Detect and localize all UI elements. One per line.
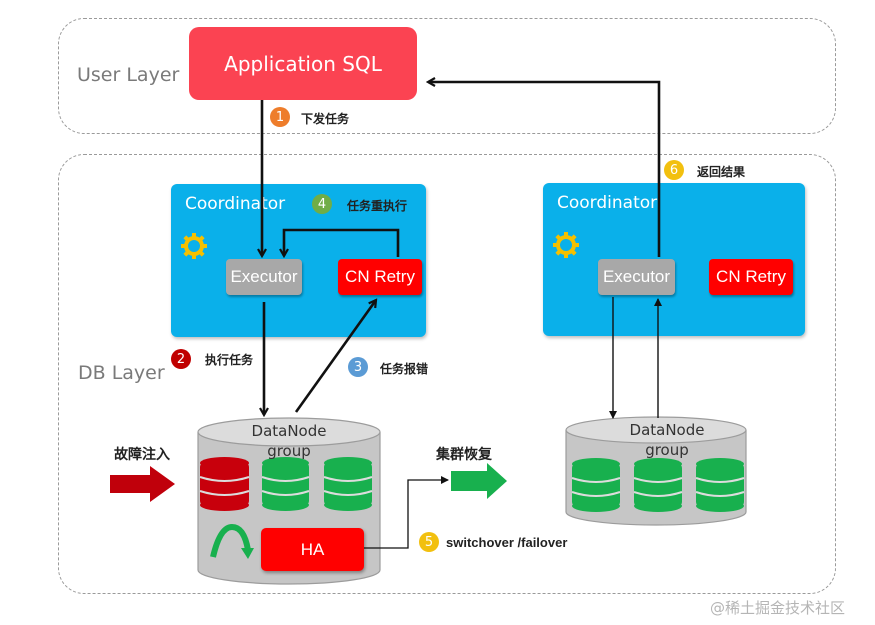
step-number: 3 [353, 359, 363, 375]
datanode-group-right-label: DataNode group [617, 420, 717, 460]
coordinator-title: Coordinator [185, 194, 286, 214]
fault-injection-arrow-icon [110, 466, 175, 502]
arrow-step4 [284, 228, 400, 257]
step-label-4: 任务重执行 [347, 199, 408, 213]
step-number: 4 [317, 196, 327, 212]
cn-retry-right[interactable]: CN Retry [709, 259, 793, 295]
coordinator-title: Coordinator [557, 193, 658, 213]
datanode-group-left-label: DataNode group [239, 421, 339, 461]
database-icon-failed [199, 457, 250, 511]
step-badge-2: 2 [171, 349, 191, 369]
step-badge-4: 4 [312, 194, 332, 214]
gear-icon [553, 232, 579, 258]
arrow-step3 [294, 300, 376, 413]
database-icon-healthy [323, 457, 373, 511]
arrow-step6 [428, 82, 661, 257]
datanode-label-line2: group [267, 442, 311, 460]
database-icon-healthy [695, 458, 745, 512]
watermark: @稀土掘金技术社区 [710, 599, 846, 617]
database-icon-healthy [261, 457, 310, 511]
executor-right[interactable]: Executor [598, 259, 675, 295]
step-label-2: 执行任务 [205, 353, 254, 367]
step-badge-6: 6 [664, 160, 684, 180]
step-badge-1: 1 [270, 107, 290, 127]
step-badge-3: 3 [348, 357, 368, 377]
step-label-3: 任务报错 [380, 362, 429, 376]
step-number: 6 [669, 162, 679, 178]
application-sql-box[interactable]: Application SQL [189, 27, 417, 100]
cn-retry-left[interactable]: CN Retry [338, 259, 422, 295]
user-layer-label: User Layer [77, 64, 180, 86]
cluster-recovery-label: 集群恢复 [436, 447, 492, 463]
database-icon-healthy [633, 458, 683, 512]
datanode-label-line2: group [645, 441, 689, 459]
step-label-1: 下发任务 [301, 112, 350, 126]
step-label-5: switchover /failover [446, 535, 568, 550]
step-label-6: 返回结果 [697, 165, 746, 179]
fault-injection-label: 故障注入 [114, 447, 170, 463]
db-layer-label: DB Layer [78, 362, 165, 384]
step-number: 5 [424, 534, 434, 550]
database-icon-healthy [571, 458, 621, 512]
datanode-label-line1: DataNode [629, 421, 705, 439]
executor-left[interactable]: Executor [226, 259, 302, 295]
step-number: 1 [275, 109, 285, 125]
cluster-recovery-arrow-icon [451, 463, 507, 499]
curved-switch-arrow-icon [210, 523, 254, 559]
user-layer-container [58, 18, 836, 134]
datanode-label-line1: DataNode [251, 422, 327, 440]
gear-icon [181, 233, 207, 259]
arrow-step5 [362, 476, 449, 549]
ha-box[interactable]: HA [261, 528, 364, 571]
step-badge-5: 5 [419, 532, 439, 552]
step-number: 2 [176, 351, 186, 367]
db-layer-container [58, 154, 836, 594]
